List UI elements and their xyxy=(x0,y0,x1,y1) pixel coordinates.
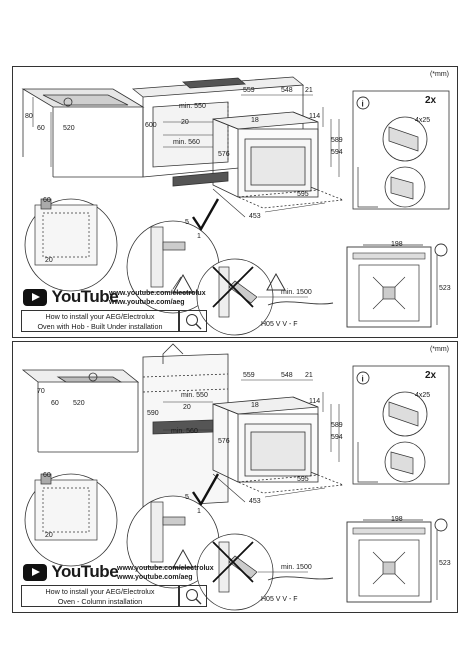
quantity-label: 2x xyxy=(425,370,437,381)
dim-min-1500: min. 1500 xyxy=(281,564,312,571)
youtube-wordmark: YouTube xyxy=(51,562,119,581)
dim-520: 520 xyxy=(63,125,75,132)
unit-note: (*mm) xyxy=(429,71,449,78)
url-aeg[interactable]: www.youtube.com/aeg xyxy=(117,574,193,581)
column-installation-panel: (*mm) xyxy=(12,341,458,613)
dim-198: 198 xyxy=(391,516,403,523)
dim-60: 60 xyxy=(51,400,59,407)
dim-80: 80 xyxy=(25,113,33,120)
dim-600: 600 xyxy=(145,122,157,129)
svg-text:i: i xyxy=(362,100,364,109)
dim-min-560: min. 560 xyxy=(173,139,200,146)
youtube-play-icon xyxy=(23,288,47,306)
dim-523: 523 xyxy=(439,560,451,567)
dim-114: 114 xyxy=(309,398,321,405)
dim-5: 5 xyxy=(185,494,189,501)
dim-1: 1 xyxy=(197,233,201,240)
url-electrolux[interactable]: www.youtube.com/electrolux xyxy=(117,565,214,572)
dim-589: 589 xyxy=(331,422,343,429)
dim-18: 18 xyxy=(251,117,259,124)
dim-453: 453 xyxy=(249,498,261,505)
dim-18: 18 xyxy=(251,402,259,409)
cable-spec: H05 V V - F xyxy=(261,596,298,603)
dim-548: 548 xyxy=(281,87,293,94)
dim-60: 60 xyxy=(37,125,45,132)
dim-21: 21 xyxy=(305,87,313,94)
howto-search-box[interactable]: How to install your AEG/Electrolux Oven … xyxy=(21,585,179,607)
search-icon[interactable] xyxy=(179,310,207,332)
unit-note: (*mm) xyxy=(429,346,449,353)
howto-line-2: Oven - Column installation xyxy=(57,597,143,606)
dim-576: 576 xyxy=(218,438,230,445)
dim-559: 559 xyxy=(243,87,255,94)
howto-search-box[interactable]: How to install your AEG/Electrolux Oven … xyxy=(21,310,179,332)
dim-576: 576 xyxy=(218,151,230,158)
url-electrolux[interactable]: www.youtube.com/electrolux xyxy=(109,290,206,297)
dim-453: 453 xyxy=(249,213,261,220)
dim-21: 21 xyxy=(305,372,313,379)
dim-1: 1 xyxy=(197,508,201,515)
dim-60-detail: 60 xyxy=(43,197,51,204)
dim-60-detail: 60 xyxy=(43,472,51,479)
howto-line-1: How to install your AEG/Electrolux xyxy=(45,312,155,321)
quantity-label: 2x xyxy=(425,95,437,106)
screw-spec: 4x25 xyxy=(415,117,431,124)
dim-594: 594 xyxy=(331,434,343,441)
dim-523: 523 xyxy=(439,285,451,292)
dim-5: 5 xyxy=(185,219,189,226)
dim-595: 595 xyxy=(297,191,309,198)
dim-590: 590 xyxy=(147,410,159,417)
dim-520: 520 xyxy=(73,400,85,407)
built-under-installation-panel: (*mm) xyxy=(12,66,458,338)
dim-20-detail: 20 xyxy=(45,257,53,264)
dim-min-550: min. 550 xyxy=(179,103,206,110)
dim-114: 114 xyxy=(309,113,321,120)
built-under-diagram: i xyxy=(21,76,450,336)
screw-spec: 4x25 xyxy=(415,392,431,399)
dim-548: 548 xyxy=(281,372,293,379)
dim-20-detail: 20 xyxy=(45,532,53,539)
dim-min-560: min. 560 xyxy=(171,428,198,435)
dim-20: 20 xyxy=(181,119,189,126)
cable-spec: H05 V V - F xyxy=(261,321,298,328)
dim-70: 70 xyxy=(37,388,45,395)
youtube-logo: YouTube xyxy=(23,287,119,309)
dim-20: 20 xyxy=(183,404,191,411)
dim-589: 589 xyxy=(331,137,343,144)
dim-595: 595 xyxy=(297,476,309,483)
howto-line-2: Oven with Hob - Built Under installation xyxy=(37,322,163,331)
youtube-play-icon xyxy=(23,563,47,581)
dim-594: 594 xyxy=(331,149,343,156)
svg-text:i: i xyxy=(362,375,364,384)
dim-min-1500: min. 1500 xyxy=(281,289,312,296)
dim-559: 559 xyxy=(243,372,255,379)
search-icon[interactable] xyxy=(179,585,207,607)
youtube-wordmark: YouTube xyxy=(51,287,119,306)
howto-line-1: How to install your AEG/Electrolux xyxy=(45,587,155,596)
column-installation-diagram: i xyxy=(21,343,450,611)
dim-198: 198 xyxy=(391,241,403,248)
url-aeg[interactable]: www.youtube.com/aeg xyxy=(109,299,185,306)
youtube-logo: YouTube xyxy=(23,562,119,584)
dim-min-550: min. 550 xyxy=(181,392,208,399)
